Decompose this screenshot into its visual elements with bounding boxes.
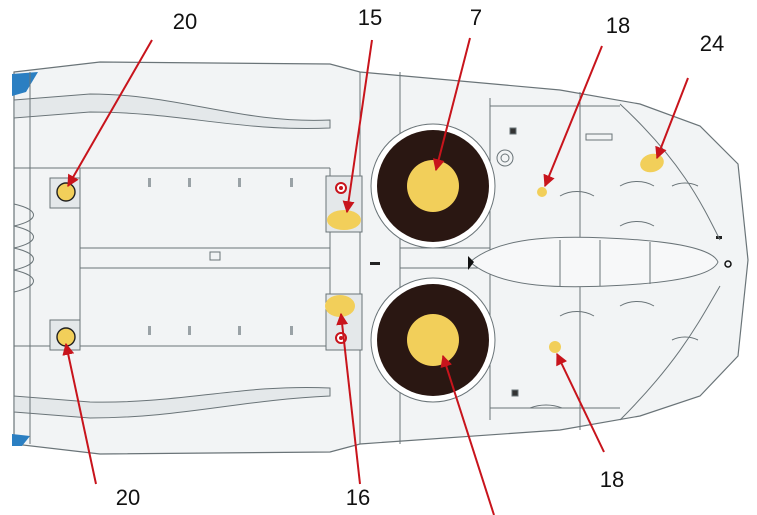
roundel-bottom: [370, 277, 496, 403]
roundel-top: [370, 123, 496, 249]
leader-lines: [62, 37, 689, 515]
callout-20-top: 20: [172, 9, 198, 34]
callout-7: 7: [469, 5, 483, 30]
leader-18-bottom: [556, 352, 605, 453]
callout-18-bottom: 18: [599, 467, 625, 492]
decal-18-top: [537, 187, 547, 197]
decal-15: [327, 210, 361, 230]
fasteners: [496, 127, 699, 409]
callout-24: 24: [699, 31, 725, 56]
decal-18-bottom: [549, 341, 561, 353]
decal-20-bottom: [56, 327, 76, 347]
leader-18-top: [543, 45, 603, 188]
intake-trunk-top: [13, 93, 331, 129]
intake-trunk-bottom: [13, 387, 331, 419]
leader-20-bottom: [62, 342, 97, 485]
leader-7-bottom: [440, 354, 495, 515]
leader-15: [342, 39, 373, 214]
blue-edge-top: [12, 72, 38, 96]
callout-18-top: 18: [605, 13, 631, 38]
callout-20-bottom: 20: [115, 485, 141, 510]
callout-15: 15: [357, 5, 383, 30]
callout-16: 16: [345, 485, 371, 510]
leader-20-top: [67, 39, 153, 188]
leader-24: [655, 77, 689, 160]
scallop-detail: [13, 203, 34, 293]
wing-root-bottom: [619, 285, 721, 421]
decal-16: [325, 295, 355, 317]
spine-fairing: [469, 236, 719, 288]
leader-7: [432, 37, 471, 172]
decal-20-top: [56, 182, 76, 202]
leader-16: [336, 312, 361, 485]
blue-edge-bottom: [12, 434, 30, 446]
wing-root-top: [619, 103, 721, 241]
